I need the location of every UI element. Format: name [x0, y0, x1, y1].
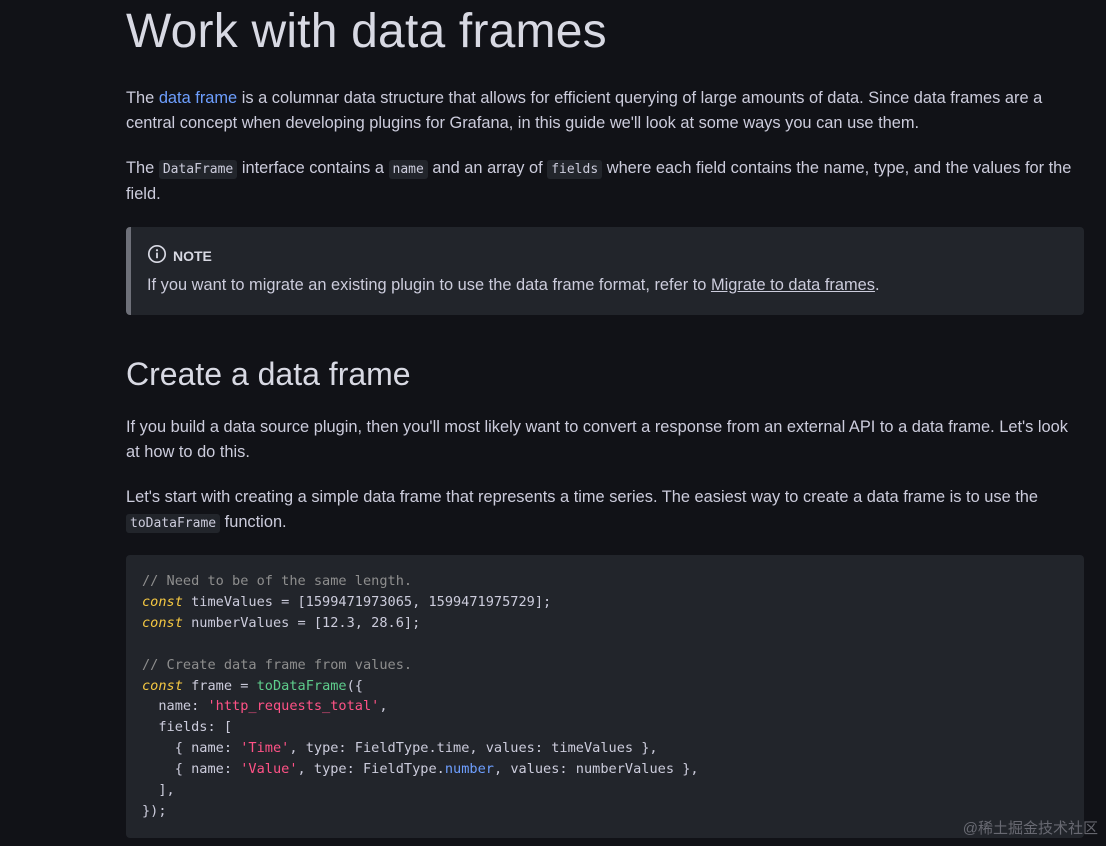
note-text: If you want to migrate an existing plugi… [147, 276, 880, 294]
watermark: @稀土掘金技术社区 [962, 820, 1098, 837]
section-paragraph-1: If you build a data source plugin, then … [126, 418, 1068, 461]
note-callout: NOTE If you want to migrate an existing … [126, 227, 1084, 315]
section-heading: Create a data frame [126, 356, 411, 392]
note-header: NOTE [147, 244, 212, 267]
intro-paragraph-2: The DataFrame interface contains a name … [126, 159, 1072, 203]
info-icon [147, 244, 167, 267]
code-block[interactable]: // Need to be of the same length. const … [126, 555, 1084, 838]
inline-code-dataframe: DataFrame [158, 160, 238, 179]
migrate-link[interactable]: Migrate to data frames [710, 276, 875, 294]
inline-code-todataframe: toDataFrame [126, 514, 221, 533]
page-title: Work with data frames [126, 5, 607, 58]
inline-code-name: name [388, 160, 428, 179]
intro-paragraph-1: The data frame is a columnar data struct… [126, 89, 1043, 132]
note-label: NOTE [173, 247, 212, 264]
inline-code-fields: fields [547, 160, 603, 179]
data-frame-link[interactable]: data frame [158, 89, 238, 107]
section-paragraph-2: Let's start with creating a simple data … [126, 488, 1039, 533]
